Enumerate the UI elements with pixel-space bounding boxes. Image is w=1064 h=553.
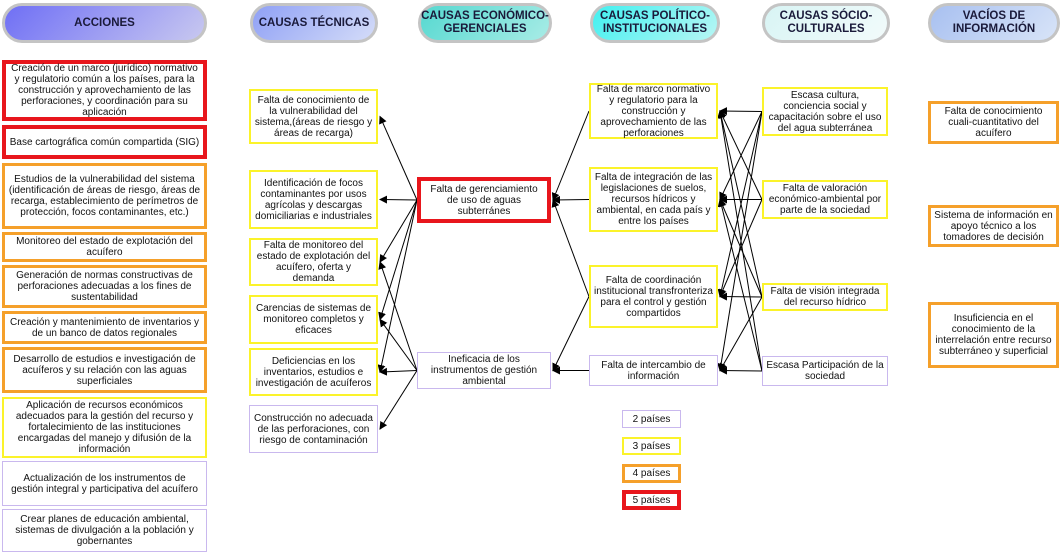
legend-item: 2 países <box>622 410 681 428</box>
arrow-s2-to-p2 <box>719 292 763 301</box>
vacios-box: Insuficiencia en el conocimiento de la i… <box>928 302 1059 368</box>
header-acciones: ACCIONES <box>2 3 207 43</box>
arrow-s2-to-p3 <box>719 296 763 372</box>
arrow-e1-to-t4 <box>379 367 418 376</box>
vacios-box: Sistema de información en apoyo técnico … <box>928 205 1059 247</box>
header-causas-politicas: CAUSAS POLÍTICO-INSTITUCIONALES <box>590 3 720 43</box>
tecnicas-box: Identificación de focos contaminantes po… <box>249 170 378 229</box>
socio-box: Falta de valoración económico-ambiental … <box>762 180 888 219</box>
legend-item: 5 países <box>622 490 681 510</box>
tecnicas-box: Falta de monitoreo del estado de explota… <box>249 238 378 286</box>
acciones-box: Desarrollo de estudios e investigación d… <box>2 347 207 393</box>
arrow-p2-to-e1 <box>552 296 590 372</box>
arrow-e0-to-t2 <box>379 199 418 263</box>
arrow-e0-to-t1 <box>379 195 418 204</box>
acciones-box: Base cartográfica común compartida (SIG) <box>2 125 207 159</box>
arrow-e1-to-t3 <box>379 318 418 371</box>
arrow-e0-to-t4 <box>377 199 418 373</box>
arrow-s1-to-p0 <box>719 110 763 200</box>
arrow-s3-to-p0 <box>717 110 763 372</box>
economicas-box: Ineficacia de los instrumentos de gestió… <box>417 352 551 389</box>
legend-item: 3 países <box>622 437 681 455</box>
economicas-box: Falta de gerenciamiento de uso de aguas … <box>417 177 551 223</box>
arrow-s3-to-p3 <box>719 366 763 375</box>
acciones-box: Crear planes de educación ambiental, sis… <box>2 509 207 552</box>
politicas-box: Falta de coordinación institucional tran… <box>589 265 718 328</box>
arrow-p0-to-e0 <box>551 110 590 201</box>
header-causas-tecnicas: CAUSAS TÉCNICAS <box>250 3 378 43</box>
arrow-e0-to-t3 <box>378 199 418 321</box>
arrow-s0-to-p0 <box>719 107 763 116</box>
acciones-box: Aplicación de recursos económicos adecua… <box>2 397 207 458</box>
arrow-e0-to-t0 <box>379 115 418 201</box>
politicas-box: Falta de intercambio de información <box>589 355 718 386</box>
tecnicas-box: Carencias de sistemas de monitoreo compl… <box>249 295 378 344</box>
acciones-box: Creación de un marco (jurídico) normativ… <box>2 60 207 121</box>
arrow-p2-to-e0 <box>551 199 590 297</box>
acciones-box: Creación y mantenimiento de inventarios … <box>2 311 207 344</box>
arrow-e1-to-t5 <box>379 370 418 430</box>
socio-box: Falta de visión integrada del recurso hí… <box>762 283 888 311</box>
tecnicas-box: Construcción no adecuada de las perforac… <box>249 405 378 453</box>
arrow-p1-to-e0 <box>552 195 590 204</box>
arrow-e1-to-t2 <box>378 261 418 371</box>
acciones-box: Estudios de la vulnerabilidad del sistem… <box>2 163 207 229</box>
arrow-s3-to-p1 <box>717 198 763 372</box>
tecnicas-box: Falta de conocimiento de la vulnerabilid… <box>249 89 378 144</box>
header-vacios-informacion: VACÍOS DE INFORMACIÓN <box>928 3 1060 43</box>
politicas-box: Falta de integración de las legislacione… <box>589 167 718 232</box>
socio-box: Escasa cultura, conciencia social y capa… <box>762 87 888 136</box>
header-causas-socioculturales: CAUSAS SÓCIO-CULTURALES <box>762 3 890 43</box>
acciones-box: Monitoreo del estado de explotación del … <box>2 232 207 262</box>
socio-box: Escasa Participación de la sociedad <box>762 356 888 386</box>
arrow-s2-to-p0 <box>717 110 763 298</box>
arrow-s2-to-p1 <box>719 198 763 298</box>
politicas-box: Falta de marco normativo y regulatorio p… <box>589 83 718 139</box>
vacios-box: Falta de conocimiento cuali-cuantitativo… <box>928 101 1059 144</box>
header-causas-economicas: CAUSAS ECONÓMICO-GERENCIALES <box>418 3 552 43</box>
acciones-box: Generación de normas constructivas de pe… <box>2 265 207 308</box>
acciones-box: Actualización de los instrumentos de ges… <box>2 461 207 506</box>
tecnicas-box: Deficiencias en los inventarios, estudio… <box>249 348 378 396</box>
legend-item: 4 países <box>622 464 681 483</box>
